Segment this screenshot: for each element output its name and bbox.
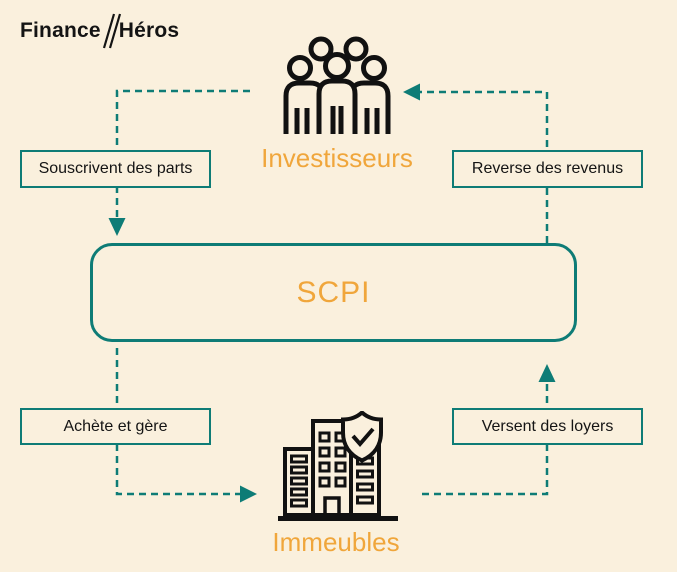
arrow-immeubles-to-scpi	[422, 364, 556, 496]
scpi-label: SCPI	[296, 275, 371, 309]
immeubles-label: Immeubles	[272, 527, 400, 557]
flow-box-label: Reverse des revenus	[471, 160, 624, 177]
investisseurs-label: Investisseurs	[261, 143, 413, 173]
scpi-node: SCPI	[90, 243, 577, 342]
people-group-icon	[283, 36, 391, 134]
flow-box-souscrivent-des-parts: Souscrivent des parts	[20, 150, 211, 188]
building-shield-check-icon	[278, 411, 398, 521]
arrow-scpi-to-investisseurs	[403, 83, 549, 243]
flow-box-achete-et-gere: Achète et gère	[20, 408, 211, 445]
logo-text-finance: Finance	[20, 19, 101, 42]
double-slash-icon	[102, 13, 121, 49]
finance-heros-logo: Finance Héros	[20, 13, 179, 49]
flow-box-label: Versent des loyers	[481, 417, 614, 435]
flow-box-reverse-des-revenus: Reverse des revenus	[452, 150, 643, 188]
arrow-scpi-to-immeubles	[115, 348, 257, 503]
flow-box-label: Achète et gère	[63, 417, 168, 435]
flow-box-versent-des-loyers: Versent des loyers	[452, 408, 643, 445]
flow-box-label: Souscrivent des parts	[38, 160, 193, 177]
logo-text-heros: Héros	[118, 19, 180, 42]
shield-check-icon	[341, 411, 383, 463]
